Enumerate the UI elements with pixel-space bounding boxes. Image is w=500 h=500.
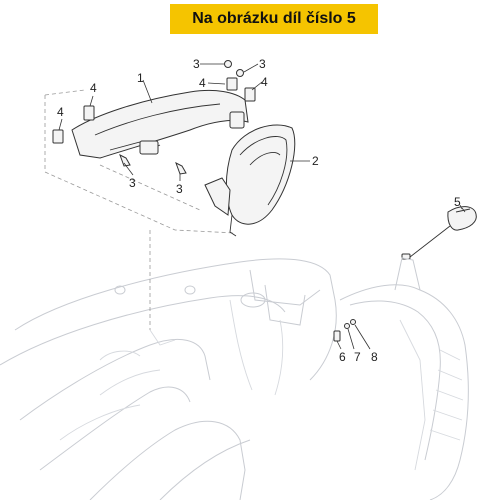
callout-4-left-upper: 4 [90,81,97,95]
callout-1: 1 [137,71,144,85]
callout-4-left-lower: 4 [57,105,64,119]
callout-3-lower-right: 3 [176,182,183,196]
callout-3-lower-left: 3 [129,176,136,190]
assembly-guide-lines [44,89,236,330]
callout-6: 6 [339,350,346,364]
callout-3-top-right: 3 [259,57,266,71]
rear-fender [339,257,469,500]
frame-outline [0,258,337,500]
callout-5: 5 [454,195,461,209]
leader-lines [58,63,466,350]
part-5-lamp [401,206,477,260]
callout-2: 2 [312,154,319,168]
part-2-light-unit [204,124,296,237]
callout-4-top-left: 4 [199,76,206,90]
callout-7: 7 [354,350,361,364]
parts-6-7-8-hardware [333,319,356,342]
callout-4-top-right: 4 [261,75,268,89]
banner-title: Na obrázku díl číslo 5 [170,4,378,34]
callout-8: 8 [371,350,378,364]
part-1-bracket [71,89,249,159]
part-4-clips [52,77,256,144]
part-3-screws [119,60,244,175]
callout-3-top-left: 3 [193,57,200,71]
callout-labels: 1 2 3 3 3 3 4 4 4 4 5 6 7 8 [57,57,461,364]
